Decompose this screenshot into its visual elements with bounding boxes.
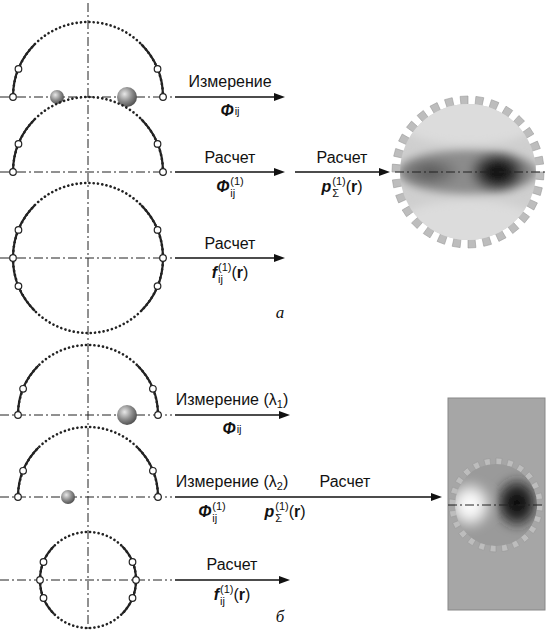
flow-arrow <box>295 171 381 173</box>
arrow-head <box>379 168 390 176</box>
detector <box>160 169 167 176</box>
detector-arc <box>122 546 136 580</box>
method-step: Измерение <box>188 72 271 91</box>
flow-arrow <box>175 579 281 581</box>
arrow-head <box>279 411 290 419</box>
dotted-boundary <box>18 345 158 415</box>
method-step: Измерение (λ1) <box>176 390 288 411</box>
detector <box>160 94 167 101</box>
detector-arc <box>40 580 54 614</box>
method-step: Расчет <box>205 148 256 167</box>
flux-symbol: Φij(1) <box>216 176 244 199</box>
detector-arc <box>141 205 163 258</box>
detector-arc <box>13 205 35 258</box>
flow-arrow <box>175 496 433 498</box>
axis-line <box>0 172 172 173</box>
axis-line <box>0 497 172 498</box>
flow-arrow <box>175 171 276 173</box>
detector <box>150 385 157 392</box>
axis-line <box>0 580 172 581</box>
function-symbol: pΣ(1)(r) <box>321 176 362 199</box>
detector-arc <box>18 448 39 497</box>
inclusion-sphere <box>117 405 137 425</box>
dotted-boundary <box>13 97 163 172</box>
detector-arc <box>137 366 158 415</box>
detector <box>10 94 17 101</box>
arrow-head <box>274 168 285 176</box>
method-step: Расчет <box>320 472 371 491</box>
detector <box>133 577 140 584</box>
method-step: Измерение (λ2) <box>176 472 288 493</box>
flow-arrow <box>175 96 276 98</box>
inclusion-sphere <box>61 490 75 504</box>
detector <box>10 169 17 176</box>
axis-line <box>88 343 89 630</box>
detector <box>15 412 22 419</box>
detector <box>15 66 22 73</box>
detector-arc <box>141 119 163 172</box>
detector <box>129 595 136 602</box>
detector <box>20 385 27 392</box>
detector-arc <box>13 258 35 311</box>
panel-letter: а <box>276 303 285 323</box>
detector-arc <box>18 366 39 415</box>
method-step: Расчет <box>317 148 368 167</box>
detector <box>154 66 161 73</box>
panel-letter: б <box>276 607 285 627</box>
dotted-boundary <box>40 532 136 580</box>
function-symbol: fij(1)(r) <box>212 262 249 285</box>
detector-arc <box>13 44 35 97</box>
detector <box>160 255 167 262</box>
reconstruction-image <box>392 95 545 250</box>
function-symbol: pΣ(1)(r) <box>264 501 305 524</box>
detector <box>37 577 44 584</box>
measurement-scheme <box>0 3 172 630</box>
detector <box>15 227 22 234</box>
flow-arrow <box>175 414 281 416</box>
arrow-head <box>274 93 285 101</box>
function-symbol: fij(1)(r) <box>214 584 251 607</box>
detector <box>154 283 161 290</box>
arrow-head <box>274 254 285 262</box>
detector <box>150 467 157 474</box>
flux-symbol: Φij(1) <box>198 501 226 524</box>
detector <box>15 283 22 290</box>
arrow-head <box>279 576 290 584</box>
detector <box>15 494 22 501</box>
detector <box>20 467 27 474</box>
detector-arc <box>40 546 54 580</box>
dotted-boundary <box>13 22 163 97</box>
method-step: Расчет <box>207 555 258 574</box>
detector-arc <box>141 44 163 97</box>
detector-arc <box>13 119 35 172</box>
axis-line <box>0 258 172 259</box>
detector <box>40 595 47 602</box>
detector <box>155 412 162 419</box>
dotted-boundary <box>18 427 158 497</box>
detector <box>10 255 17 262</box>
axis-line <box>0 415 172 416</box>
detector-arc <box>141 258 163 311</box>
detector <box>154 141 161 148</box>
method-step: Расчет <box>205 234 256 253</box>
detector <box>40 559 47 566</box>
arrow-head <box>431 493 442 501</box>
detector-arc <box>137 448 158 497</box>
detector <box>15 141 22 148</box>
dotted-boundary <box>13 258 163 333</box>
inclusion-sphere <box>117 87 137 107</box>
detector-arc <box>122 580 136 614</box>
dotted-boundary <box>40 580 136 628</box>
flux-symbol: Φij <box>220 101 239 120</box>
flow-arrow <box>175 257 276 259</box>
flux-symbol: Φij <box>222 419 241 438</box>
inclusion-sphere <box>50 90 64 104</box>
reconstruction-image <box>446 398 545 610</box>
detector <box>129 559 136 566</box>
detector <box>154 227 161 234</box>
dotted-boundary <box>13 183 163 258</box>
detector <box>155 494 162 501</box>
